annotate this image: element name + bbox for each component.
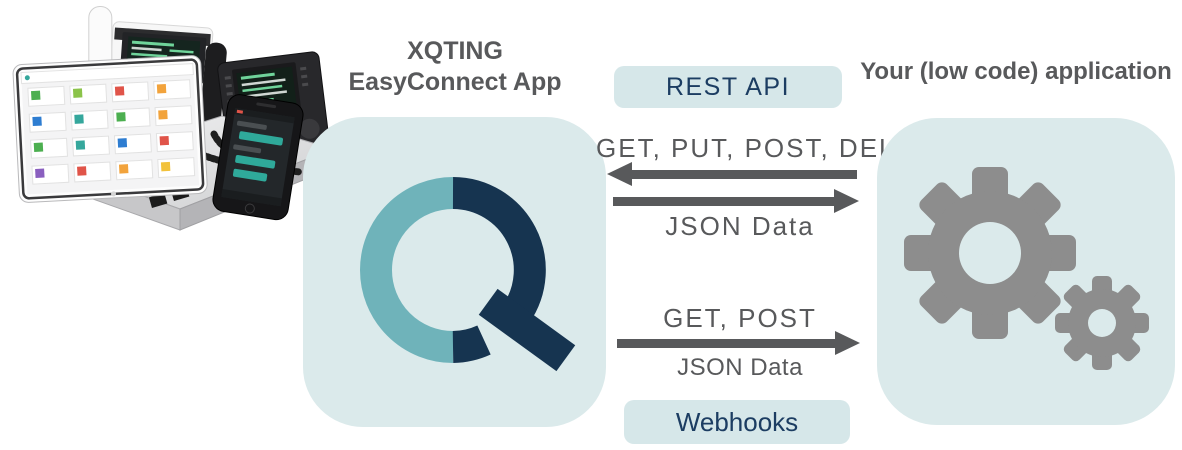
- arrow-to-easyconnect-head: [607, 162, 632, 186]
- easyconnect-app-card: [303, 117, 606, 427]
- devices-photo: [12, 6, 335, 231]
- magnifier-ring-navy-wedge: [452, 325, 491, 363]
- easyconnect-title-line1: XQTING: [407, 37, 503, 65]
- rest-methods-label: GET, PUT, POST, DEL: [596, 133, 896, 163]
- magnifier-ring-navy-half: [452, 177, 546, 324]
- big-gear: [904, 167, 1076, 339]
- smartphone-illustration: [212, 94, 304, 221]
- tablet-illustration: [12, 55, 208, 203]
- easyconnect-title-line2: EasyConnect App: [348, 68, 562, 96]
- low-code-app-title: Your (low code) application: [860, 58, 1172, 85]
- magnifier-ring-teal-half: [359, 177, 454, 363]
- arrow-to-application-head: [834, 189, 859, 213]
- magnifier-q-logo: [359, 177, 576, 372]
- arrow-to-easyconnect-shaft: [630, 170, 857, 179]
- webhook-arrow-shaft: [617, 339, 836, 348]
- rest-json-data-label: JSON Data: [665, 211, 815, 241]
- gears-icon: [904, 167, 1149, 370]
- arrow-to-application-shaft: [613, 197, 835, 206]
- webhook-json-data-label: JSON Data: [677, 354, 803, 381]
- magnifier-handle: [478, 288, 576, 372]
- webhook-methods-label: GET, POST: [663, 303, 817, 333]
- webhook-arrow-head: [835, 331, 860, 355]
- low-code-app-card: [877, 118, 1175, 425]
- webhooks-badge: Webhooks: [624, 400, 850, 444]
- rest-api-badge: REST API: [614, 66, 842, 108]
- small-gear: [1055, 276, 1149, 370]
- easyconnect-title: XQTING EasyConnect App: [320, 36, 590, 98]
